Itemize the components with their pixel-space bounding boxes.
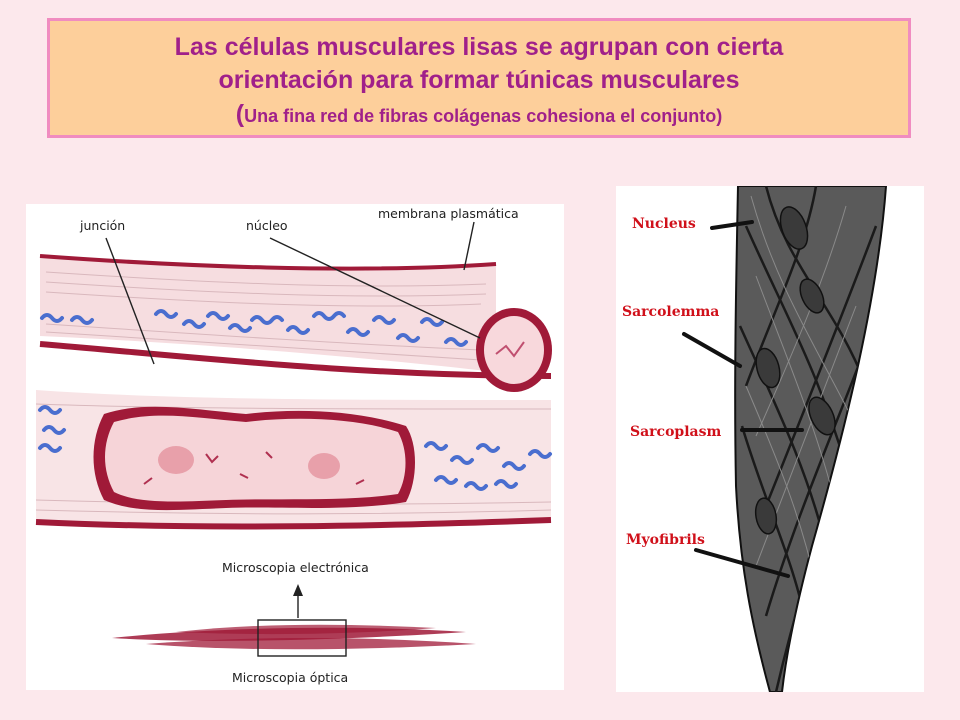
label-nucleus-en: Nucleus (632, 216, 696, 232)
lower-membrane (35, 517, 552, 530)
upper-membrane (39, 254, 497, 271)
smooth-muscle-illustration: junción núcleo membrana plasmática Micro… (35, 206, 552, 685)
middle-membrane (39, 341, 552, 379)
leader-lines (105, 221, 481, 365)
subtitle-close-paren: ) (716, 106, 723, 126)
title-line-1: Las células musculares lisas se agrupan … (174, 33, 784, 61)
title-line-2: orientación para formar túnicas muscular… (218, 66, 740, 94)
label-sarcolemma: Sarcolemma (622, 304, 719, 320)
cell-cross-section (476, 308, 552, 392)
label-myofibrils: Myofibrils (626, 532, 705, 548)
label-junction: junción (79, 218, 125, 233)
right-leader-lines (682, 220, 804, 578)
arrow-head-icon (293, 584, 303, 596)
subtitle: (Una fina red de fibras colágenas cohesi… (50, 97, 908, 133)
subtitle-text: Una fina red de fibras colágenas cohesio… (244, 106, 717, 126)
upper-cell-band (40, 256, 496, 372)
elongated-muscle-cell (93, 406, 415, 511)
muscle-fiber-illustration: Nucleus Sarcolemma Sarcoplasm Myofibrils (622, 186, 888, 692)
label-sarcoplasm: Sarcoplasm (630, 424, 721, 440)
subtitle-open-paren: ( (235, 100, 245, 128)
inset-frame (257, 619, 347, 657)
label-plasma-membrane: membrana plasmática (378, 206, 519, 221)
collagen-fibers (38, 309, 552, 491)
label-electron-microscopy: Microscopia electrónica (222, 560, 369, 575)
smooth-muscle-diagram: junción núcleo membrana plasmática Micro… (26, 204, 564, 690)
title-box: Las células musculares lisas se agrupan … (47, 18, 911, 138)
muscle-fiber-diagram: Nucleus Sarcolemma Sarcoplasm Myofibrils (616, 186, 924, 692)
optical-microscopy-fibers (112, 624, 476, 650)
upper-striations (45, 271, 487, 361)
label-nucleus: núcleo (246, 218, 288, 233)
label-optical-microscopy: Microscopia óptica (232, 670, 348, 685)
